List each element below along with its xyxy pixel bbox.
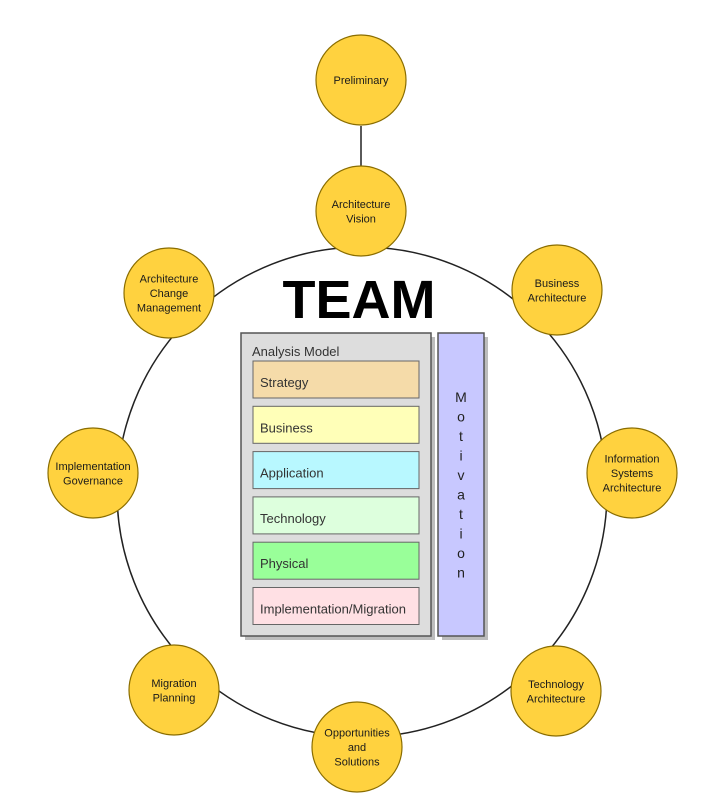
layer-implementation-migration: Implementation/Migration bbox=[252, 587, 420, 625]
technology-architecture-label: Technology bbox=[528, 679, 584, 691]
layer-technology-label: Technology bbox=[260, 511, 326, 526]
layer-implementation-migration-box bbox=[252, 587, 420, 625]
analysis-model-title: Analysis Model bbox=[252, 344, 340, 359]
layer-strategy-box bbox=[252, 360, 420, 399]
motivation-letter: v bbox=[458, 467, 465, 483]
layer-physical-box bbox=[252, 541, 420, 580]
implementation-governance-label: Implementation bbox=[55, 461, 130, 473]
layer-business-label: Business bbox=[260, 420, 313, 435]
opportunities-and-solutions-label: Solutions bbox=[334, 757, 380, 769]
motivation-letter: i bbox=[459, 448, 462, 464]
layer-business-box bbox=[252, 405, 420, 444]
implementation-governance-label: Governance bbox=[63, 475, 123, 487]
diagram-title: TEAM bbox=[283, 270, 436, 330]
layer-physical-label: Physical bbox=[260, 556, 309, 571]
architecture-vision-circle bbox=[315, 165, 407, 257]
implementation-governance-circle bbox=[47, 427, 139, 519]
information-systems-architecture-label: Architecture bbox=[603, 483, 662, 495]
motivation-letter: i bbox=[459, 526, 462, 542]
architecture-vision-label: Vision bbox=[346, 213, 376, 225]
motivation-letter: t bbox=[459, 506, 463, 522]
preliminary-circle bbox=[315, 34, 407, 126]
technology-architecture-circle bbox=[510, 645, 602, 737]
technology-architecture-label: Architecture bbox=[527, 693, 586, 705]
migration-planning-label: Migration bbox=[151, 678, 196, 690]
layer-business: Business bbox=[252, 405, 420, 444]
migration-planning-circle bbox=[128, 644, 220, 736]
business-architecture-circle bbox=[511, 244, 603, 336]
node-preliminary: Preliminary bbox=[315, 34, 407, 126]
migration-planning-label: Planning bbox=[153, 692, 196, 704]
information-systems-architecture-label: Systems bbox=[611, 468, 654, 480]
architecture-change-management-label: Architecture bbox=[140, 274, 199, 286]
architecture-change-management-label: Change bbox=[150, 288, 189, 300]
layer-application: Application bbox=[252, 451, 420, 490]
layer-strategy: Strategy bbox=[252, 360, 420, 399]
motivation-letter: M bbox=[455, 389, 467, 405]
architecture-change-management-label: Management bbox=[137, 303, 201, 315]
business-architecture-label: Business bbox=[535, 278, 580, 290]
analysis-model-panel: Analysis Model StrategyBusinessApplicati… bbox=[240, 332, 435, 640]
layer-physical: Physical bbox=[252, 541, 420, 580]
opportunities-and-solutions-label: and bbox=[348, 742, 366, 754]
motivation-letter: n bbox=[457, 565, 465, 581]
motivation-letter: o bbox=[457, 409, 465, 425]
architecture-vision-label: Architecture bbox=[332, 199, 391, 211]
layer-application-label: Application bbox=[260, 466, 324, 481]
layer-implementation-migration-label: Implementation/Migration bbox=[260, 602, 406, 617]
layer-application-box bbox=[252, 451, 420, 490]
layer-strategy-label: Strategy bbox=[260, 375, 309, 390]
analysis-model-layers: StrategyBusinessApplicationTechnologyPhy… bbox=[252, 360, 420, 625]
architecture-change-management-circle bbox=[123, 247, 215, 339]
adm-phase-nodes: PreliminaryArchitectureVisionBusinessArc… bbox=[47, 34, 678, 793]
opportunities-and-solutions-label: Opportunities bbox=[324, 728, 390, 740]
layer-technology-box bbox=[252, 496, 420, 535]
opportunities-and-solutions-circle bbox=[311, 701, 403, 793]
information-systems-architecture-label: Information bbox=[604, 454, 659, 466]
motivation-letter: t bbox=[459, 428, 463, 444]
layer-technology: Technology bbox=[252, 496, 420, 535]
motivation-panel-background bbox=[437, 332, 485, 637]
motivation-letter: o bbox=[457, 545, 465, 561]
motivation-letter: a bbox=[457, 487, 465, 503]
business-architecture-label: Architecture bbox=[528, 292, 587, 304]
information-systems-architecture-circle bbox=[586, 427, 678, 519]
preliminary-label: Preliminary bbox=[333, 75, 389, 87]
